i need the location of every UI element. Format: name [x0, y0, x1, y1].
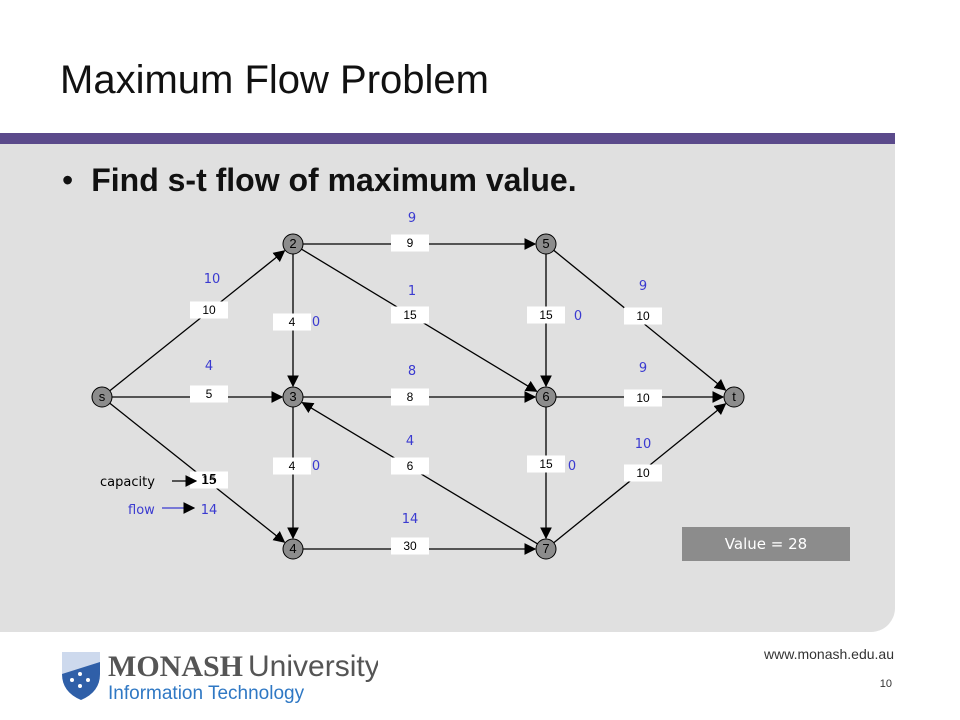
logo-wordmark: MONASH [108, 650, 243, 683]
flow-label-7-t: 10 [635, 437, 652, 452]
flow-label-2-6: 1 [408, 284, 416, 299]
node-label-3: 3 [289, 389, 296, 404]
capacity-label-3-6: 8 [407, 390, 414, 404]
node-label-2: 2 [289, 236, 296, 251]
node-5: 5 [535, 233, 557, 255]
capacity-label-6-t: 10 [636, 391, 650, 405]
capacity-box-7-t: 10 [624, 464, 662, 482]
capacity-label-s-4: 15 [202, 473, 216, 487]
website-url[interactable]: www.monash.edu.au [764, 646, 894, 662]
capacity-label-7-t: 10 [636, 466, 650, 480]
capacity-box-2-3: 4 [273, 313, 311, 331]
node-3: 3 [282, 386, 304, 408]
capacity-label-5-6: 15 [539, 308, 553, 322]
bullet-marker: • [62, 162, 74, 198]
capacity-box-5-6: 15 [527, 306, 565, 324]
flow-label-4-7: 14 [402, 512, 419, 527]
capacity-label-2-5: 9 [407, 236, 414, 250]
flow-label-3-6: 8 [408, 364, 416, 379]
node-2: 2 [282, 233, 304, 255]
bullet-text: Find s-t flow of maximum value. [91, 162, 577, 198]
capacity-label-4-7: 30 [403, 539, 417, 553]
flow-label-s-2: 10 [204, 272, 221, 287]
flow-label-7-3: 4 [406, 434, 414, 449]
capacity-box-s-4: 15 [190, 471, 228, 489]
capacity-label-5-t: 10 [636, 309, 650, 323]
flow-label-6-t: 9 [639, 361, 647, 376]
capacity-label-s-2: 10 [202, 303, 216, 317]
capacity-box-s-3: 5 [190, 385, 228, 403]
capacity-label-7-3: 6 [407, 459, 414, 473]
node-label-5: 5 [542, 236, 549, 251]
capacity-box-3-4: 4 [273, 457, 311, 475]
legend-flow-value: 14 [201, 503, 218, 518]
capacity-box-6-7: 15 [527, 455, 565, 473]
capacity-label-3-4: 4 [289, 459, 296, 473]
legend-flow-label: flow [128, 503, 155, 518]
capacity-box-2-5: 9 [391, 234, 429, 252]
edge-s-2 [109, 250, 286, 392]
slide-title: Maximum Flow Problem [60, 58, 489, 102]
monash-crest-icon: MONASH University Information Technology [62, 650, 380, 704]
legend: capacity flow [100, 475, 198, 518]
capacity-box-2-6: 15 [391, 306, 429, 324]
capacity-label-2-6: 15 [403, 308, 417, 322]
logo-faculty: Information Technology [108, 683, 305, 704]
node-s: s [91, 386, 113, 408]
flow-label-s-3: 4 [205, 359, 213, 374]
node-label-s: s [99, 389, 106, 404]
node-t: t [723, 386, 745, 408]
legend-capacity-label: capacity [100, 475, 155, 490]
capacity-box-5-t: 10 [624, 307, 662, 325]
capacity-label-2-3: 4 [289, 315, 296, 329]
capacity-box-7-3: 6 [391, 457, 429, 475]
flow-label-5-t: 9 [639, 279, 647, 294]
flow-label-6-7: 0 [568, 459, 576, 474]
node-7: 7 [535, 538, 557, 560]
nodes-layer: s 2 3 4 5 6 7 t [91, 233, 745, 560]
node-6: 6 [535, 386, 557, 408]
logo-university: University [248, 650, 378, 683]
flow-label-5-6: 0 [574, 309, 582, 324]
flow-label-2-3: 0 [312, 315, 320, 330]
flow-label-2-5: 9 [408, 211, 416, 226]
capacity-box-3-6: 8 [391, 388, 429, 406]
monash-logo: MONASH University Information Technology [58, 644, 380, 709]
node-label-4: 4 [289, 541, 296, 556]
capacity-box-s-2: 10 [190, 301, 228, 319]
node-4: 4 [282, 538, 304, 560]
node-label-t: t [732, 389, 736, 404]
node-label-6: 6 [542, 389, 549, 404]
legend-capacity-value: 15 [201, 473, 218, 488]
capacity-label-s-3: 5 [206, 387, 213, 401]
title-accent-bar [0, 133, 895, 144]
capacity-box-6-t: 10 [624, 389, 662, 407]
page-number: 10 [879, 678, 892, 690]
flow-value-box: Value = 28 [682, 527, 850, 561]
capacity-label-6-7: 15 [539, 457, 553, 471]
flow-label-3-4: 0 [312, 459, 320, 474]
flow-value-text: Value = 28 [724, 535, 808, 553]
capacity-box-4-7: 30 [391, 537, 429, 555]
node-label-7: 7 [542, 541, 549, 556]
bullet-point: • Find s-t flow of maximum value. [62, 162, 577, 199]
